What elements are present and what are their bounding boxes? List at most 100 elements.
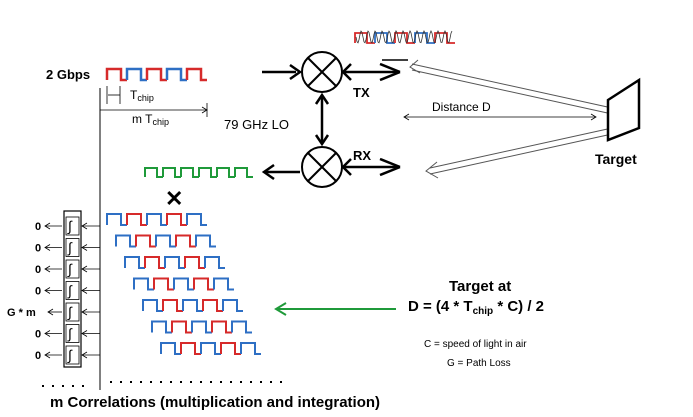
shifted-code-segment [106,213,127,226]
rx-label: RX [353,148,371,163]
shifted-code-segment [220,342,241,355]
ellipsis-dot [270,381,272,383]
carrier-envelope-segment [394,32,415,44]
tchip-label: Tchip [130,88,154,103]
received-segment [180,167,199,178]
ellipsis-dot [110,381,112,383]
m-tchip-label: m Tchip [132,112,169,127]
shifted-code-segment [222,299,243,312]
target-at-label: Target at [449,278,511,295]
carrier-envelope-segment [414,32,435,44]
ellipsis-dot [220,381,222,383]
cross-icon: ✕ [165,186,183,211]
tx-code-waveform [105,67,207,82]
carrier-oscillation [355,30,453,44]
ellipsis-dot [130,381,132,383]
integral-icon: ∫ [67,218,73,234]
ellipsis-dot [72,385,74,387]
received-segment [162,167,181,178]
integrator-cell [65,238,80,257]
ellipsis-dot [250,381,252,383]
shifted-code-segment [200,342,221,355]
shifted-code-segment [144,256,165,269]
rx-output-arrow [261,163,300,181]
output-arrowhead [44,244,51,251]
integral-icon: ∫ [67,283,73,299]
shifted-code-segment [146,213,167,226]
correlator-output-value: 0 [35,264,41,276]
shifted-code-segment [133,277,154,291]
integral-icon: ∫ [67,347,73,363]
shifted-code-segment [211,320,232,334]
shifted-code-segment [195,234,216,248]
ellipsis-dot [190,381,192,383]
bitrate-label: 2 Gbps [46,67,90,82]
integrator-cell [65,259,80,279]
shifted-code-segment [124,256,145,269]
input-arrowhead [81,265,88,273]
ellipsis-dot [42,385,44,387]
ellipsis-dot [240,381,242,383]
output-arrowhead [44,222,51,230]
modulated-carrier-waveform [354,30,455,44]
target-shape [606,77,641,142]
received-waveform [144,167,253,178]
input-arrowhead [81,287,88,294]
received-segment [234,167,253,178]
output-arrowhead [44,287,51,294]
correlator-output-value: 0 [35,350,41,362]
target-label: Target [595,151,637,167]
carrier-envelope-segment [434,32,455,44]
match-indicator-arrow [274,302,396,316]
shifted-code-segment [164,256,185,269]
correlator-output-value: G * m [7,307,36,319]
ellipsis-dot [120,381,122,383]
distance-arrow [403,113,597,121]
shifted-code-segment [184,256,205,269]
carrier-envelope-segment [374,32,395,44]
integral-icon: ∫ [67,304,73,320]
radar-beams [409,59,613,179]
tx-code-segment [165,67,187,82]
shifted-code-segment [142,299,163,312]
distance-label: Distance D [432,100,491,114]
tx-output-line [341,59,408,82]
received-segment [144,167,163,178]
m-tchip-dimension [100,103,208,117]
shifted-code-segment [151,320,172,334]
shifted-code-segment [153,277,174,291]
output-arrowhead [44,330,51,337]
shifted-code-segment [191,320,212,334]
shifted-code-segment [162,299,183,312]
tchip-dimension [106,86,121,104]
output-arrowhead [44,265,51,273]
shifted-code-segment [166,213,187,226]
integrator-cell [65,302,80,322]
tx-code-segment [145,67,167,82]
tx-code-segment [185,67,207,82]
ellipsis-dot [140,381,142,383]
shifted-code-segment [213,277,234,291]
ellipsis-dot [82,385,84,387]
input-arrowhead [81,308,88,316]
integrator-cell [65,345,80,365]
ellipsis-dot [170,381,172,383]
correlator-output-value: 0 [35,243,41,255]
shifted-code-segment [193,277,214,291]
ellipsis-dot [150,381,152,383]
footer-caption: m Correlations (multiplication and integ… [50,394,380,411]
received-segment [198,167,217,178]
input-arrowhead [81,351,88,359]
integral-icon: ∫ [67,326,73,342]
shifted-code-segment [135,234,156,248]
ellipsis-dot [52,385,54,387]
ellipsis-dot [230,381,232,383]
ellipsis-dot [160,381,162,383]
tx-code-segment [125,67,147,82]
shifted-code-segment [240,342,261,355]
shifted-code-segment [231,320,252,334]
integrator-cell [65,281,80,300]
correlator-output-value: 0 [35,286,41,298]
ellipsis-dot [200,381,202,383]
